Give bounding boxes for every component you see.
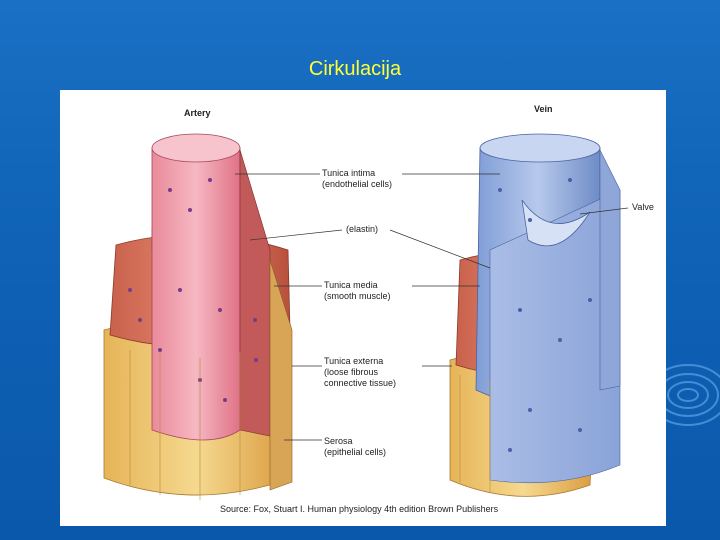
tunica-externa-label: Tunica externa xyxy=(324,356,383,366)
tunica-externa-sub2: connective tissue) xyxy=(324,378,396,388)
slide-title: Cirkulacija xyxy=(0,58,710,81)
vein-drawing xyxy=(450,134,620,496)
serosa-sub: (epithelial cells) xyxy=(324,447,386,457)
artery-drawing xyxy=(104,134,292,500)
source-caption: Source: Fox, Stuart I. Human physiology … xyxy=(220,504,498,514)
artery-label: Artery xyxy=(184,108,211,118)
tunica-media-sub: (smooth muscle) xyxy=(324,291,391,301)
serosa-label: Serosa xyxy=(324,436,353,446)
tunica-externa-sub1: (loose fibrous xyxy=(324,367,378,377)
tunica-media-label: Tunica media xyxy=(324,280,378,290)
vessel-illustration xyxy=(60,90,666,526)
valve-label: Valve xyxy=(632,202,654,212)
tunica-intima-label: Tunica intima xyxy=(322,168,375,178)
blood-vessel-figure: Artery Vein Tunica intima (endothelial c… xyxy=(60,90,666,526)
tunica-intima-sub: (endothelial cells) xyxy=(322,179,392,189)
vein-label: Vein xyxy=(534,104,553,114)
elastin-label: (elastin) xyxy=(346,224,378,234)
